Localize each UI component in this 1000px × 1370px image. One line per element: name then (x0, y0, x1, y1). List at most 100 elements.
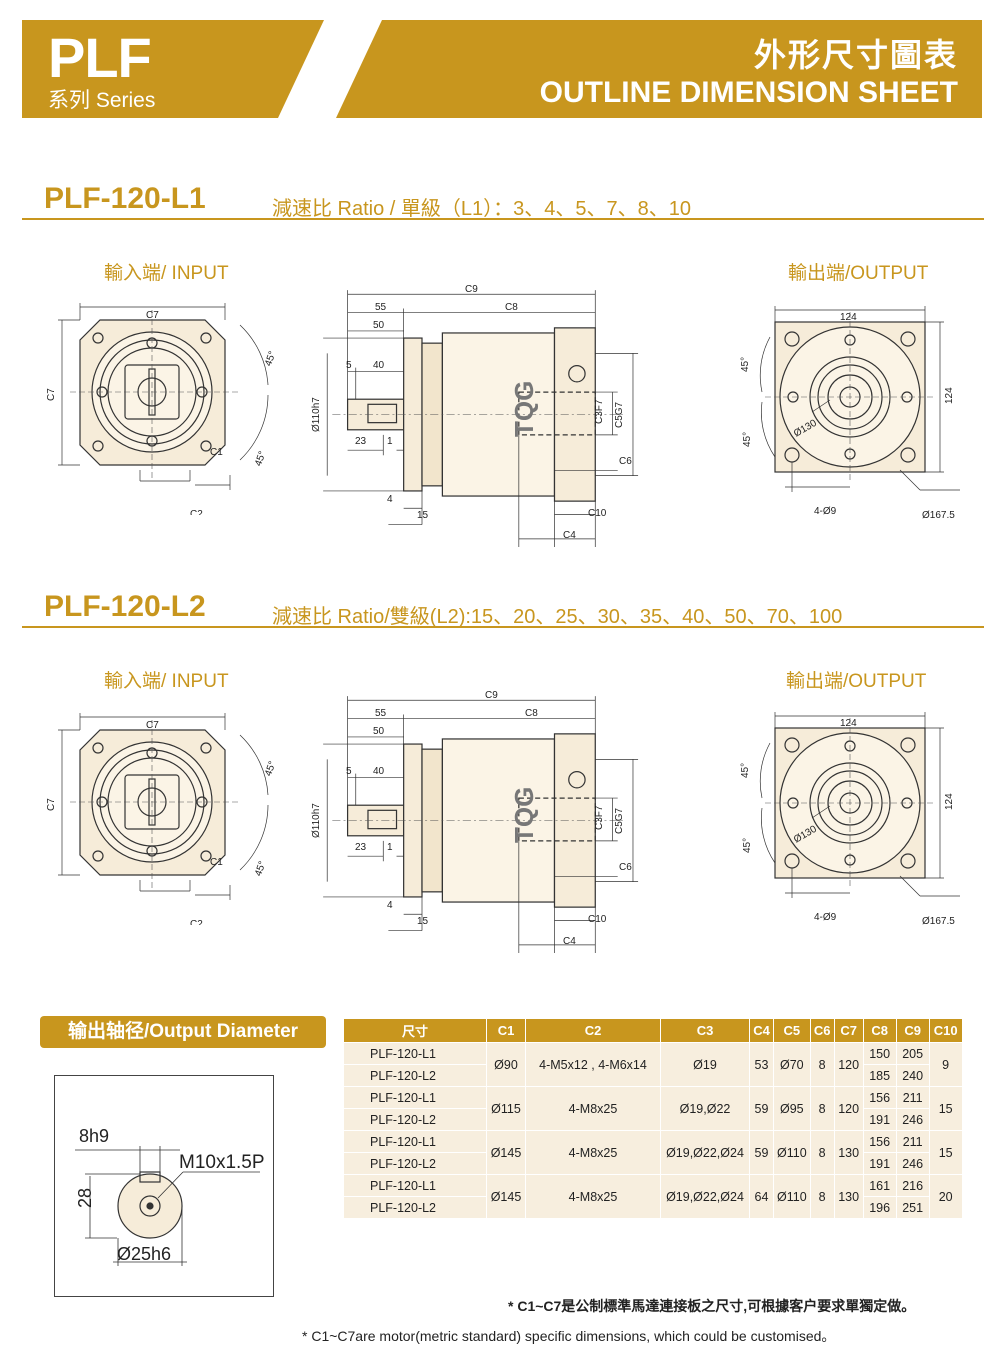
dim-c9: C9 (485, 690, 498, 701)
table-row: PLF-120-L1 Ø145 4-M8x25 Ø19,Ø22,Ø24 59 Ø… (343, 1130, 963, 1175)
c4-cell: 64 (749, 1174, 774, 1219)
model-cell: PLF-120-L1 (343, 1042, 487, 1065)
c6-cell: 8 (809, 1042, 835, 1087)
c2-cell: 4-M8x25 (525, 1130, 661, 1175)
dim-15: 15 (417, 510, 429, 521)
table-row: PLF-120-L1 Ø90 4-M5x12 , 4-M6x14 Ø19 53 … (343, 1042, 963, 1087)
c3-cell: Ø19 (660, 1042, 750, 1087)
dim-45-b: 45° (253, 450, 269, 468)
output-label-l2: 輸出端/OUTPUT (786, 671, 927, 692)
dim-bore: Ø110h7 (311, 397, 322, 432)
dim-holes: 4-Ø9 (814, 912, 837, 923)
header-title-banner (336, 20, 982, 118)
header-cell: C2 (525, 1018, 661, 1043)
c8-cell: 185 (862, 1064, 897, 1087)
note-english: * C1~C7are motor(metric standard) specif… (302, 1328, 836, 1344)
output-label-l1: 輸出端/OUTPUT (788, 263, 929, 284)
c10-cell: 15 (928, 1130, 963, 1175)
output-diameter-box: 8h9 M10x1.5P 28 Ø25h6 (54, 1075, 274, 1297)
title-chinese: 外形尺寸圖表 (753, 37, 958, 73)
c10-cell: 15 (928, 1086, 963, 1131)
dim-c10: C10 (588, 914, 607, 925)
header-cell: 尺寸 (343, 1018, 487, 1043)
header-cell: C5 (773, 1018, 811, 1043)
dim-c3: C3F7 (594, 399, 605, 424)
input-flange-drawing-l1: C7 C7 45° 45° C1 C2 (46, 285, 279, 515)
c9-cell: 251 (895, 1196, 930, 1219)
side-view-drawing-l1: C9 C8 55 50 5 40 23 1 4 15 Ø110h7 TQG C3… (311, 284, 645, 547)
output-flange-drawing-l2: 124 124 45° 45° Ø130 4-Ø9 Ø167.5 (740, 698, 970, 927)
dim-c7-side: C7 (46, 388, 57, 401)
c3-cell: Ø19,Ø22,Ø24 (660, 1174, 750, 1219)
c9-cell: 205 (895, 1042, 930, 1065)
ratio-l2: 減速比 Ratio/雙級(L2):15、20、25、30、35、40、50、70… (272, 606, 843, 628)
dim-c4: C4 (563, 530, 576, 541)
dim-55: 55 (375, 708, 387, 719)
dim-c2: C2 (190, 919, 203, 925)
dim-c8: C8 (505, 302, 518, 313)
dim-c5: C5G7 (614, 401, 625, 428)
c9-cell: 211 (895, 1130, 930, 1153)
c6-cell: 8 (809, 1174, 835, 1219)
ratio-l1: 減速比 Ratio / 單級（L1）：3、4、5、7、8、10 (272, 198, 692, 220)
c9-cell: 240 (895, 1064, 930, 1087)
dim-23: 23 (355, 842, 367, 853)
c8-cell: 196 (862, 1196, 897, 1219)
c2-cell: 4-M5x12 , 4-M6x14 (525, 1042, 661, 1087)
dim-c4: C4 (563, 936, 576, 947)
c9-cell: 246 (895, 1152, 930, 1175)
c7-cell: 120 (833, 1042, 864, 1087)
c7-cell: 130 (833, 1174, 864, 1219)
model-cell: PLF-120-L2 (343, 1064, 487, 1087)
c8-cell: 156 (862, 1130, 897, 1153)
shaft-height: 28 (75, 1188, 95, 1208)
c4-cell: 59 (749, 1086, 774, 1131)
section-divider (22, 218, 984, 220)
c4-cell: 59 (749, 1130, 774, 1175)
dim-23: 23 (355, 436, 367, 447)
table-header-row: 尺寸 C1 C2 C3 C4 C5 C6 C7 C8 C9 C10 (343, 1018, 963, 1043)
c5-cell: Ø110 (773, 1174, 811, 1219)
title-english: OUTLINE DIMENSION SHEET (539, 76, 958, 109)
dim-c10: C10 (588, 508, 607, 519)
dim-c9: C9 (465, 284, 478, 295)
c6-cell: 8 (809, 1130, 835, 1175)
side-view-drawing-l2: C9 C8 55 50 5 40 23 1 4 15 Ø110h7 TQG C3… (311, 690, 645, 953)
model-cell: PLF-120-L1 (343, 1086, 487, 1109)
dim-c7-side: C7 (46, 798, 57, 811)
dim-bore: Ø110h7 (311, 803, 322, 838)
c9-cell: 211 (895, 1086, 930, 1109)
header-cell: C9 (895, 1018, 930, 1043)
header-cell: C1 (486, 1018, 526, 1043)
dim-124-top: 124 (840, 718, 857, 729)
dim-15: 15 (417, 916, 429, 927)
dim-50: 50 (373, 320, 385, 331)
input-flange-drawing-l2: C7 C7 45° 45° C1 C2 (46, 695, 279, 925)
c7-cell: 130 (833, 1130, 864, 1175)
key-width: 8h9 (79, 1126, 109, 1146)
dim-45-c: 45° (740, 763, 751, 778)
dim-c2: C2 (190, 509, 203, 515)
dim-c7-top: C7 (146, 310, 159, 321)
c8-cell: 150 (862, 1042, 897, 1065)
dim-c1: C1 (210, 447, 223, 458)
series-label: 系列 Series (48, 89, 156, 112)
model-cell: PLF-120-L2 (343, 1108, 487, 1131)
c1-cell: Ø145 (486, 1130, 526, 1175)
dim-holes: 4-Ø9 (814, 506, 837, 517)
table-row: PLF-120-L1 Ø145 4-M8x25 Ø19,Ø22,Ø24 64 Ø… (343, 1174, 963, 1219)
output-shaft-drawing: 8h9 M10x1.5P 28 Ø25h6 (75, 1126, 265, 1266)
c3-cell: Ø19,Ø22,Ø24 (660, 1130, 750, 1175)
dimension-table: 尺寸 C1 C2 C3 C4 C5 C6 C7 C8 C9 C10 PLF-12… (343, 1018, 963, 1219)
note-chinese: * C1~C7是公制標準馬達連接板之尺寸,可根據客户要求單獨定做。 (508, 1298, 916, 1314)
c4-cell: 53 (749, 1042, 774, 1087)
shaft-diameter: Ø25h6 (117, 1244, 171, 1264)
dim-5: 5 (346, 360, 352, 371)
dim-c1: C1 (210, 857, 223, 868)
c1-cell: Ø115 (486, 1086, 526, 1131)
dim-45-a: 45° (263, 760, 279, 778)
dim-124-top: 124 (840, 312, 857, 323)
dim-40: 40 (373, 360, 385, 371)
dim-5: 5 (346, 766, 352, 777)
c5-cell: Ø110 (773, 1130, 811, 1175)
